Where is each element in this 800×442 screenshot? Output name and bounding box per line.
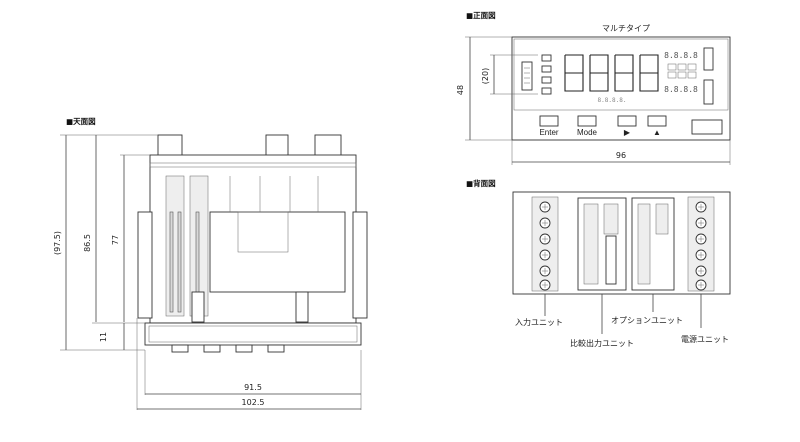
top-view: ■天面図 bbox=[53, 117, 368, 410]
front-display-window bbox=[513, 38, 729, 111]
mode-key-label: Mode bbox=[577, 128, 598, 137]
front-dim-ext-96 bbox=[511, 140, 731, 165]
front-led-3 bbox=[541, 76, 552, 84]
up-key-label: ▲ bbox=[653, 128, 661, 137]
front-dim-ext-20 bbox=[490, 54, 538, 95]
front-dim-20-label: (20) bbox=[481, 68, 490, 84]
top-front-bezel bbox=[144, 322, 362, 346]
front-main-display bbox=[564, 54, 659, 92]
right-key bbox=[617, 115, 637, 127]
right-key-label: ▶ bbox=[624, 128, 631, 137]
top-window-inner bbox=[237, 211, 289, 253]
front-bar-indicator-ticks bbox=[524, 67, 530, 84]
top-terminal-cap-left bbox=[157, 134, 183, 158]
sub-grid-cell-4 bbox=[667, 71, 677, 79]
top-front-knob-4 bbox=[267, 344, 285, 353]
top-column-1 bbox=[165, 175, 185, 317]
main-display-value: 8.8.8.8. bbox=[598, 97, 627, 104]
top-bottom-tab-left bbox=[191, 291, 205, 323]
front-dim-96-label: 96 bbox=[616, 151, 626, 160]
front-label-plate bbox=[691, 119, 723, 135]
top-dividers bbox=[229, 176, 319, 212]
back-view: ■背面図 bbox=[466, 178, 731, 348]
input-terminal-screws bbox=[539, 201, 551, 291]
main-digit-4 bbox=[639, 54, 659, 92]
front-right-bar-bottom bbox=[703, 79, 714, 105]
back-view-title: ■背面図 bbox=[466, 178, 496, 188]
option-connector-b bbox=[655, 203, 669, 235]
top-front-knob-1 bbox=[171, 344, 189, 353]
sub-display-top: 8.8.8.8 bbox=[664, 51, 698, 60]
top-bottom-tab-right bbox=[295, 291, 309, 323]
front-view-title: ■正面図 bbox=[466, 11, 496, 20]
power-screw-slots bbox=[698, 204, 704, 288]
sub-grid-cell-6 bbox=[687, 71, 697, 79]
dim-97-5-label: (97.5) bbox=[53, 231, 62, 255]
enter-key bbox=[539, 115, 559, 127]
dim-11-label: 11 bbox=[99, 332, 108, 342]
front-led-1 bbox=[541, 54, 552, 62]
enter-key-label: Enter bbox=[539, 128, 558, 137]
sub-grid-cell-1 bbox=[667, 63, 677, 71]
main-digit-3 bbox=[614, 54, 634, 92]
main-digit-2 bbox=[589, 54, 609, 92]
sub-grid-cell-3 bbox=[687, 63, 697, 71]
front-led-2 bbox=[541, 65, 552, 73]
top-rail bbox=[149, 162, 357, 168]
option-connector-a bbox=[637, 203, 651, 285]
comparison-output-unit-label: 比較出力ユニット bbox=[570, 338, 634, 348]
power-terminal-screws bbox=[695, 201, 707, 291]
power-unit-label: 電源ユニット bbox=[681, 335, 729, 344]
sub-display-bottom: 8.8.8.8 bbox=[664, 85, 698, 94]
dim-86-5-label: 86.5 bbox=[83, 234, 92, 252]
top-slot-2 bbox=[177, 211, 182, 313]
top-dim-vertical: (97.5) 86.5 77 11 bbox=[53, 134, 158, 351]
mode-key bbox=[577, 115, 597, 127]
front-model-label: マルチタイプ bbox=[602, 24, 650, 33]
top-terminal-cap-right bbox=[314, 134, 342, 158]
front-led-4 bbox=[541, 87, 552, 95]
dim-ext-horizontal bbox=[136, 318, 362, 410]
comparison-output-connector-a bbox=[583, 203, 599, 285]
top-slot-3 bbox=[195, 211, 200, 303]
comparison-output-connector-c bbox=[605, 235, 617, 285]
top-side-rib-left bbox=[137, 211, 153, 319]
dim-91-5-label: 91.5 bbox=[244, 383, 262, 392]
top-side-rib-right bbox=[352, 211, 368, 319]
dim-ext-97-5 bbox=[60, 134, 158, 351]
front-view: ■正面図 マルチタイプ 8.8.8.8. 8.8.8.8 8.8.8.8 bbox=[456, 11, 731, 165]
sub-grid-cell-2 bbox=[677, 63, 687, 71]
top-dim-horizontal: 91.5 102.5 bbox=[136, 318, 362, 410]
dim-102-5-label: 102.5 bbox=[242, 398, 265, 407]
front-right-bar-top bbox=[703, 47, 714, 71]
dim-77-label: 77 bbox=[111, 235, 120, 245]
sub-grid-cell-5 bbox=[677, 71, 687, 79]
top-front-knob-3 bbox=[235, 344, 253, 353]
top-front-bezel-inner bbox=[148, 325, 358, 343]
top-terminal-cap-mid bbox=[265, 134, 289, 158]
top-view-title: ■天面図 bbox=[66, 117, 96, 126]
option-unit-label: オプションユニット bbox=[611, 316, 683, 325]
up-key bbox=[647, 115, 667, 127]
top-front-knob-2 bbox=[203, 344, 221, 353]
front-dim-ext-48 bbox=[465, 36, 512, 141]
front-bar-indicator bbox=[521, 61, 533, 91]
input-screw-slots bbox=[542, 204, 548, 288]
input-unit-label: 入力ユニット bbox=[515, 317, 563, 327]
comparison-output-connector-b bbox=[603, 203, 619, 235]
front-dim-48-label: 48 bbox=[456, 85, 465, 95]
top-slot-1 bbox=[169, 211, 174, 313]
main-digit-1 bbox=[564, 54, 584, 92]
